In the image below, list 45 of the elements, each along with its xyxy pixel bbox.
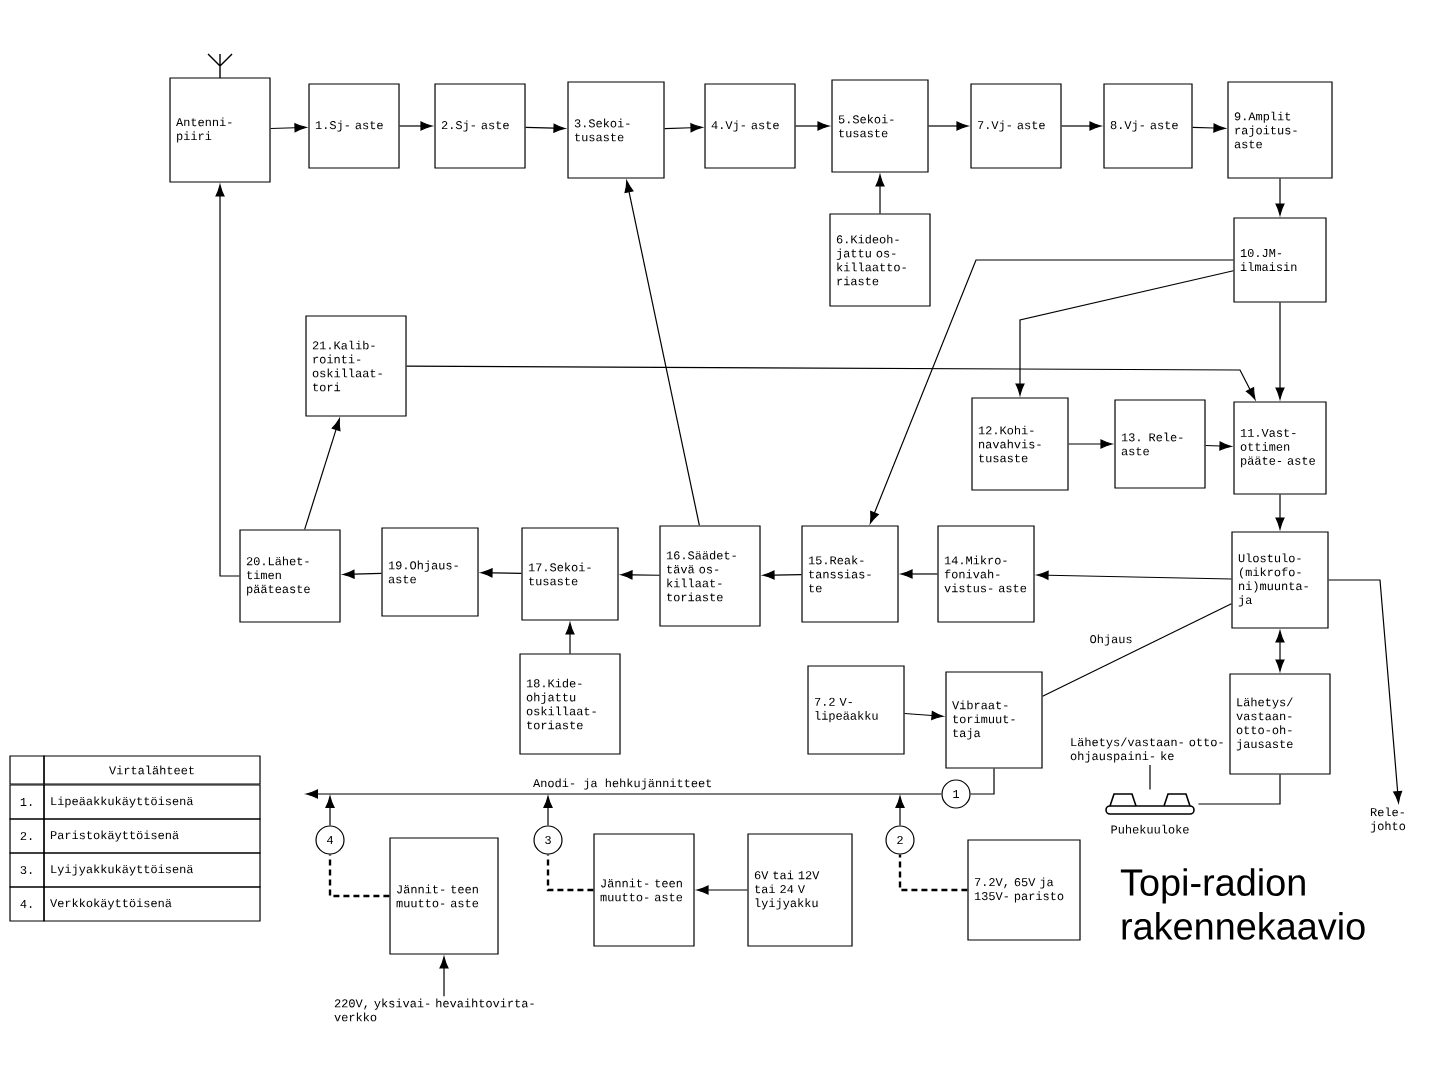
arrow — [875, 174, 885, 214]
arrow — [565, 622, 575, 654]
arrow — [1061, 121, 1102, 131]
arrow — [215, 184, 240, 577]
arrow — [664, 123, 703, 133]
arrow — [1036, 570, 1232, 580]
arrow — [406, 365, 1256, 400]
dashed-line — [328, 854, 390, 898]
arrow — [624, 180, 700, 526]
arrow — [342, 569, 382, 579]
arrow — [928, 121, 969, 131]
arrow — [1275, 178, 1285, 216]
arrow — [620, 570, 660, 580]
arrow — [1068, 439, 1113, 449]
arrow — [1275, 494, 1285, 530]
arrow — [904, 710, 944, 721]
arrow — [480, 568, 522, 578]
arrow — [439, 956, 449, 997]
dashed-line — [546, 854, 594, 892]
double-arrow — [1275, 630, 1285, 672]
arrow — [1192, 123, 1226, 133]
arrow — [696, 885, 748, 895]
connector-line — [1042, 603, 1232, 697]
arrow — [543, 795, 553, 826]
arrow — [1328, 579, 1403, 804]
arrow — [869, 259, 1234, 524]
arrow — [895, 795, 905, 826]
handset-drawing — [1105, 793, 1195, 815]
arrow — [900, 569, 938, 579]
arrow — [525, 123, 566, 133]
arrow — [325, 795, 335, 826]
connector-line — [1197, 774, 1281, 805]
arrow — [1205, 441, 1232, 451]
arrow — [306, 789, 942, 799]
diagram-title: Topi-radion rakennekaavio — [1120, 868, 1365, 940]
arrow — [1015, 270, 1234, 396]
arrow — [304, 418, 341, 530]
connector-line — [1149, 764, 1151, 791]
arrow — [1275, 302, 1285, 400]
connector-line — [970, 768, 995, 795]
arrow — [795, 121, 830, 131]
dashed-line — [898, 854, 968, 892]
arrow — [762, 570, 802, 580]
arrow — [399, 121, 433, 131]
arrow — [270, 123, 307, 133]
